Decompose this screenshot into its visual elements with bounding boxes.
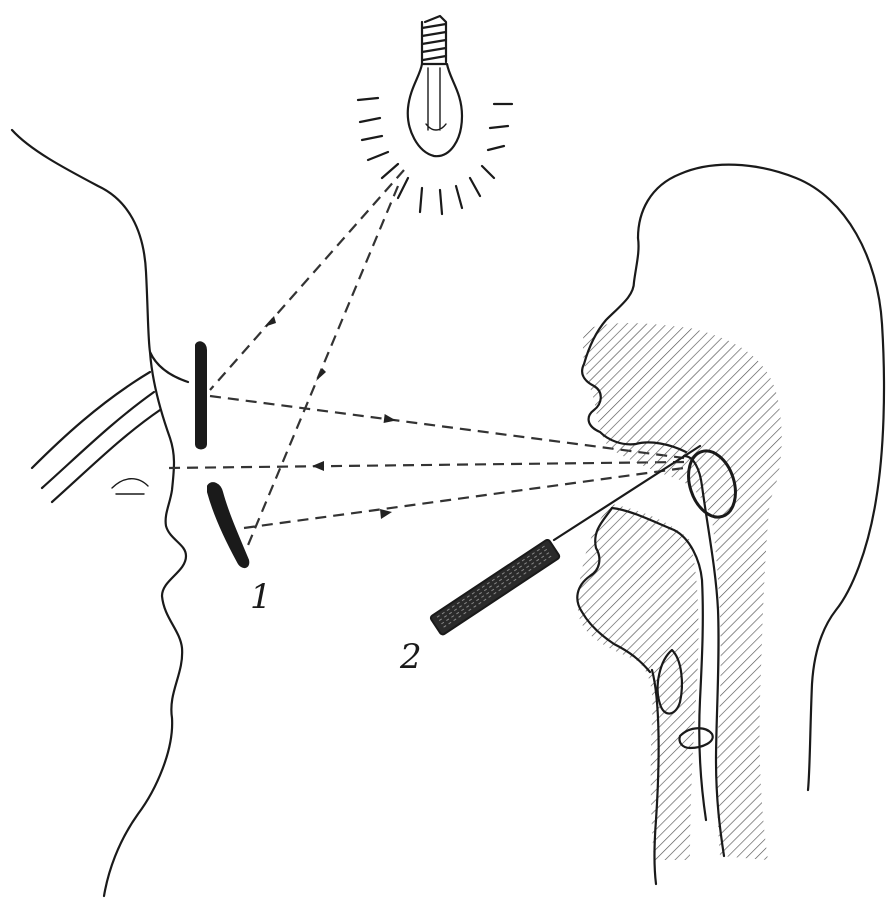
label-mirror: 1 — [250, 577, 272, 617]
patient-airway-shading — [577, 323, 781, 860]
light-bulb-icon — [408, 16, 462, 156]
label-laryngeal-mirror: 2 — [399, 637, 422, 677]
examiner-head — [12, 130, 188, 896]
